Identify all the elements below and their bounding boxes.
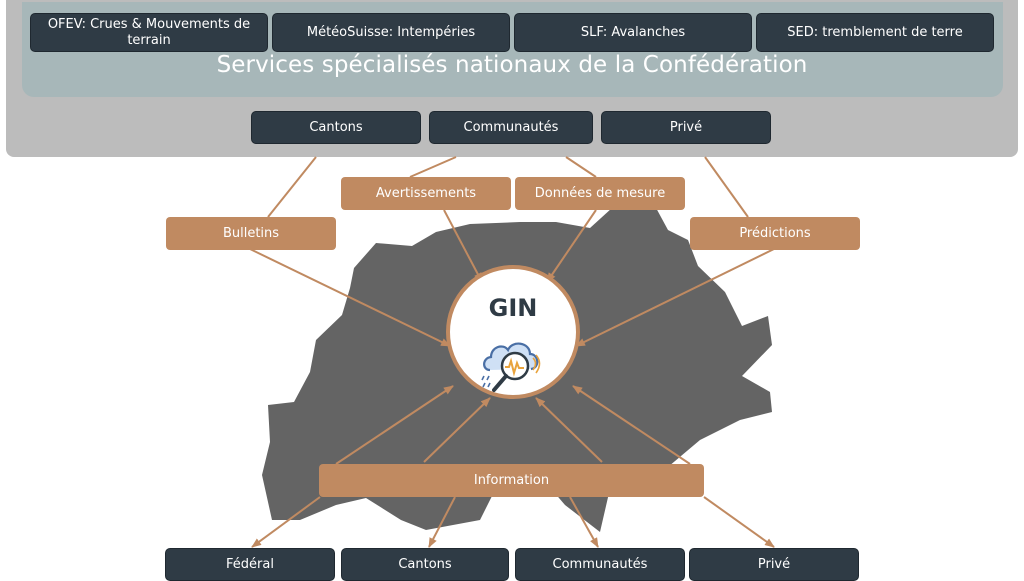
service-box-meteosuisse: MétéoSuisse: Intempéries — [272, 13, 510, 52]
panel-title: Services spécialisés nationaux de la Con… — [216, 52, 808, 78]
input-arrows — [249, 209, 775, 347]
input-box-avertissements: Avertissements — [341, 177, 511, 210]
recipient-box-cantons: Cantons — [341, 548, 509, 581]
input-box-donnees-de-mesure: Données de mesure — [515, 177, 685, 210]
recipient-box-prive: Privé — [689, 548, 859, 581]
information-bar: Information — [319, 464, 704, 497]
service-box-ofev: OFEV: Crues & Mouvements de terrain — [30, 13, 268, 52]
gin-label: GIN — [488, 294, 538, 322]
output-arrows — [251, 385, 775, 548]
recipient-box-federal: Fédéral — [165, 548, 335, 581]
input-box-bulletins: Bulletins — [166, 217, 336, 250]
partner-box-prive: Privé — [601, 111, 771, 144]
partner-box-cantons: Cantons — [251, 111, 421, 144]
input-box-predictions: Prédictions — [690, 217, 860, 250]
partner-box-communautes: Communautés — [429, 111, 593, 144]
panel-connectors — [267, 156, 749, 218]
service-box-sed: SED: tremblement de terre — [756, 13, 994, 52]
recipient-box-communautes: Communautés — [515, 548, 685, 581]
weather-analysis-icon — [481, 342, 541, 392]
service-box-slf: SLF: Avalanches — [514, 13, 752, 52]
